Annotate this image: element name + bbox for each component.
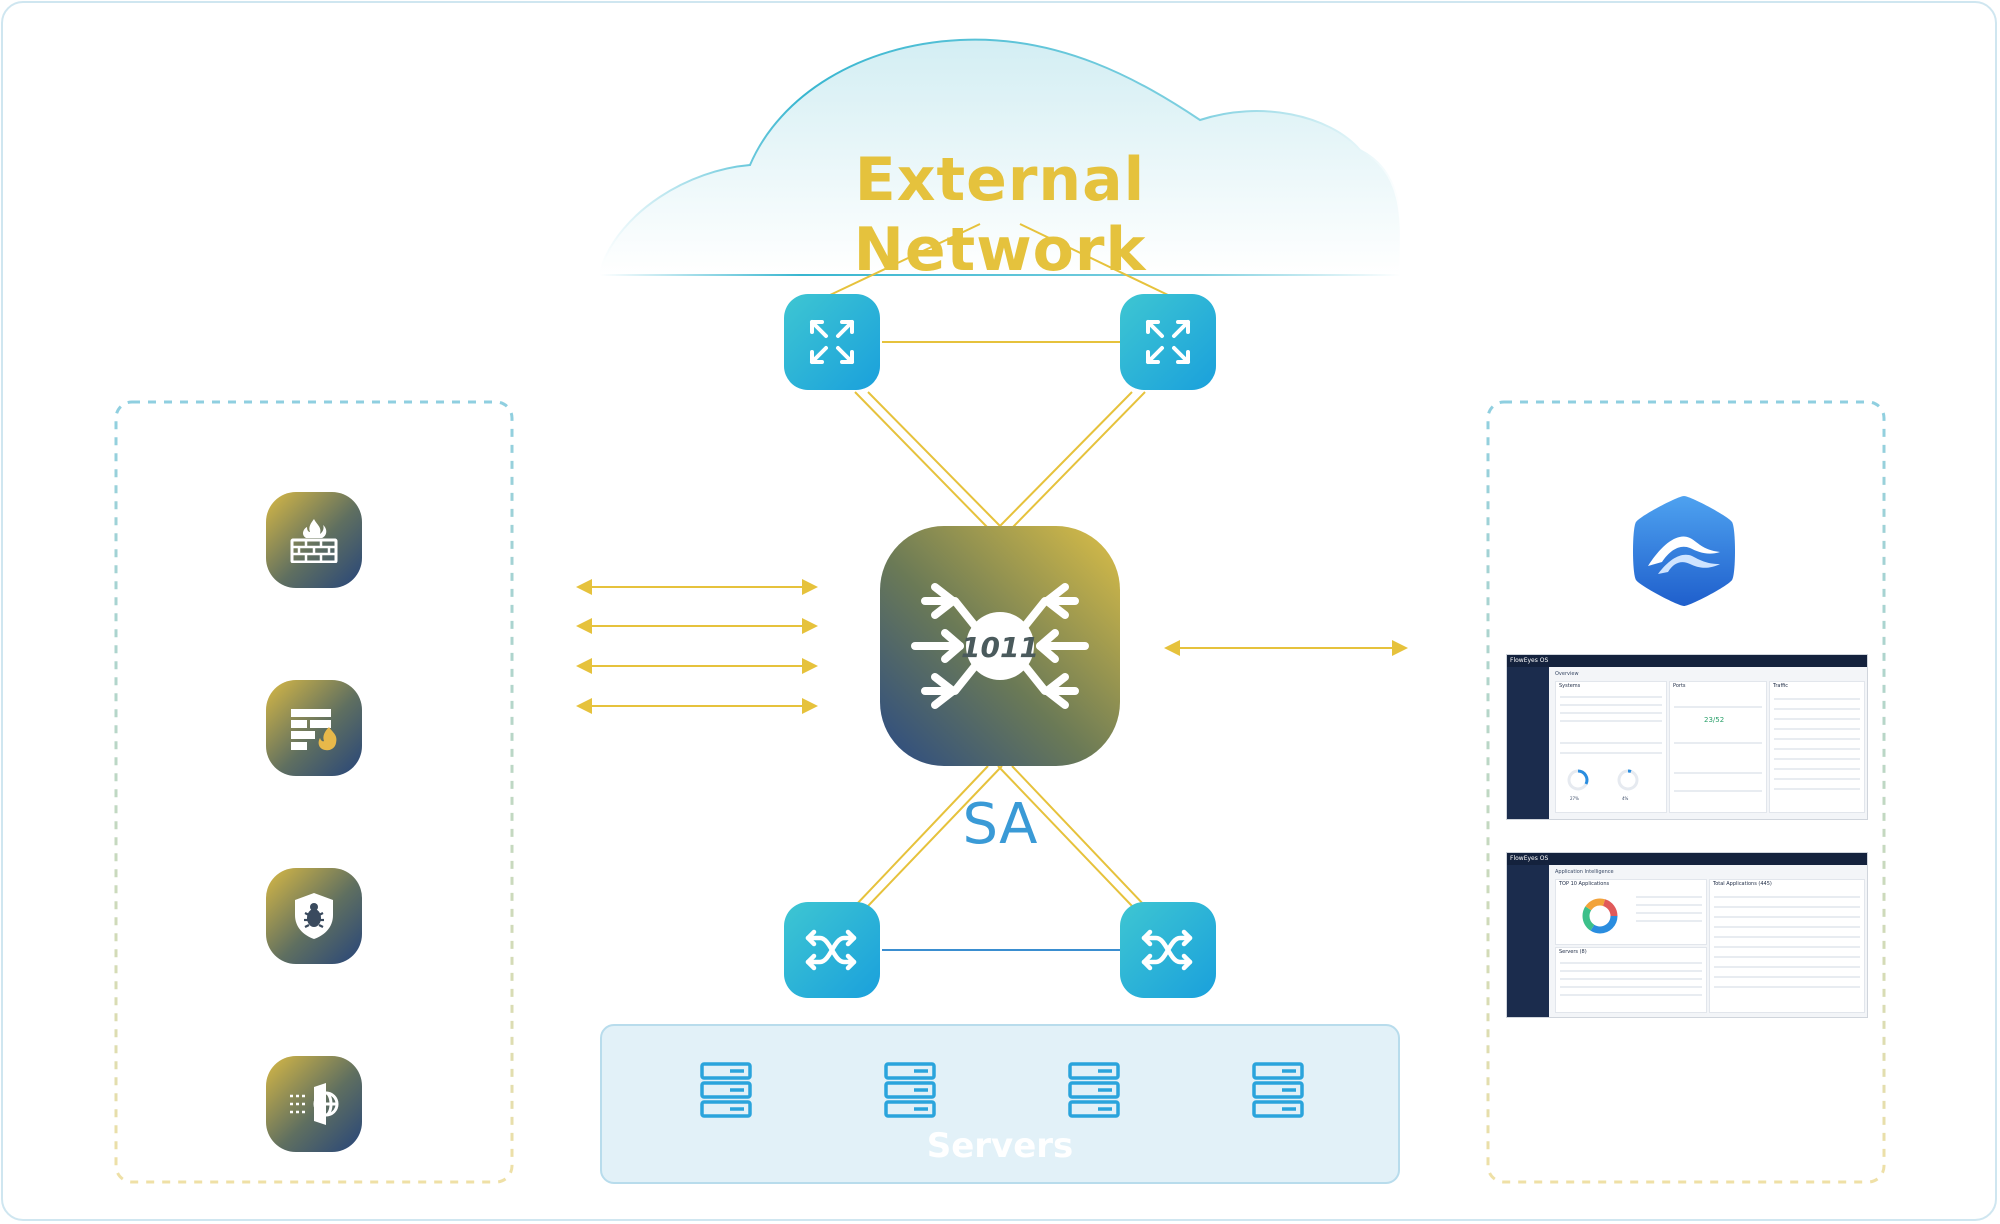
screenshot-brand: FlowEyes OS bbox=[1510, 657, 1549, 664]
right-management-panel bbox=[1486, 400, 1886, 1184]
cpu-stat: 4% bbox=[1622, 796, 1629, 801]
card-title: Traffic bbox=[1773, 683, 1789, 689]
sa-core-device: 1011 bbox=[880, 526, 1120, 766]
server-icon bbox=[700, 1062, 752, 1118]
overview-screenshot: FlowEyes OS Overview Systems 27% 4% Port… bbox=[1506, 654, 1868, 820]
card-title: Systems bbox=[1559, 683, 1581, 689]
card-title: TOP 10 Applications bbox=[1559, 881, 1610, 887]
app-intelligence-screenshot: FlowEyes OS Application Intelligence TOP… bbox=[1506, 852, 1868, 1018]
traffic-card: Traffic bbox=[1769, 681, 1865, 813]
memory-stat: 27% bbox=[1570, 796, 1579, 801]
link-cloud-right bbox=[1019, 223, 1169, 296]
sa-badge-text: 1011 bbox=[961, 631, 1039, 664]
screenshot-page-title: Overview bbox=[1555, 671, 1579, 677]
server-icon bbox=[1252, 1062, 1304, 1118]
cloud-shape bbox=[599, 38, 1402, 276]
ports-card: Ports 23/52 bbox=[1669, 681, 1767, 813]
firewall-icon bbox=[290, 519, 338, 563]
management-logo bbox=[1633, 496, 1735, 606]
server-icon bbox=[1068, 1062, 1120, 1118]
screenshot-page-title: Application Intelligence bbox=[1555, 869, 1614, 875]
shuffle-arrows-icon bbox=[805, 929, 857, 971]
screenshot-topbar: FlowEyes OS bbox=[1507, 655, 1867, 667]
link-cloud-left bbox=[829, 223, 981, 296]
expand-arrows-icon bbox=[810, 320, 854, 364]
web-gateway-icon bbox=[290, 1083, 339, 1125]
card-title: Total Applications (445) bbox=[1713, 881, 1772, 887]
shuffle-arrows-icon bbox=[1141, 929, 1193, 971]
total-apps-card: Total Applications (445) bbox=[1709, 879, 1865, 1013]
bottom-right-switch bbox=[1120, 902, 1216, 998]
top-apps-card: TOP 10 Applications bbox=[1555, 879, 1707, 945]
sa-label: SA bbox=[962, 792, 1038, 857]
firewall-tool bbox=[266, 492, 362, 588]
bottom-left-switch bbox=[784, 902, 880, 998]
security-shield-bug-icon bbox=[295, 893, 333, 939]
top-left-switch bbox=[784, 294, 880, 390]
ports-value: 23/52 bbox=[1704, 716, 1725, 724]
left-security-panel bbox=[114, 400, 514, 1184]
servers-area: Servers bbox=[600, 1024, 1400, 1184]
servers-table-card: Servers (8) bbox=[1555, 947, 1707, 1013]
server-icon bbox=[884, 1062, 936, 1118]
web-firewall-tool bbox=[266, 680, 362, 776]
external-network-title: External Network bbox=[853, 145, 1147, 285]
top-right-switch bbox=[1120, 294, 1216, 390]
packet-broker-icon: 1011 bbox=[911, 583, 1089, 709]
servers-label: Servers bbox=[926, 1126, 1074, 1166]
web-firewall-icon bbox=[291, 709, 337, 751]
systems-card: Systems 27% 4% bbox=[1555, 681, 1667, 813]
expand-arrows-icon bbox=[1146, 320, 1190, 364]
antivirus-tool bbox=[266, 868, 362, 964]
card-title: Ports bbox=[1673, 683, 1686, 689]
screenshot-topbar: FlowEyes OS bbox=[1507, 853, 1867, 865]
screenshot-sidebar bbox=[1507, 865, 1549, 1017]
screenshot-sidebar bbox=[1507, 667, 1549, 819]
card-title: Servers (8) bbox=[1559, 949, 1587, 955]
web-gateway-tool bbox=[266, 1056, 362, 1152]
screenshot-brand: FlowEyes OS bbox=[1510, 855, 1549, 862]
